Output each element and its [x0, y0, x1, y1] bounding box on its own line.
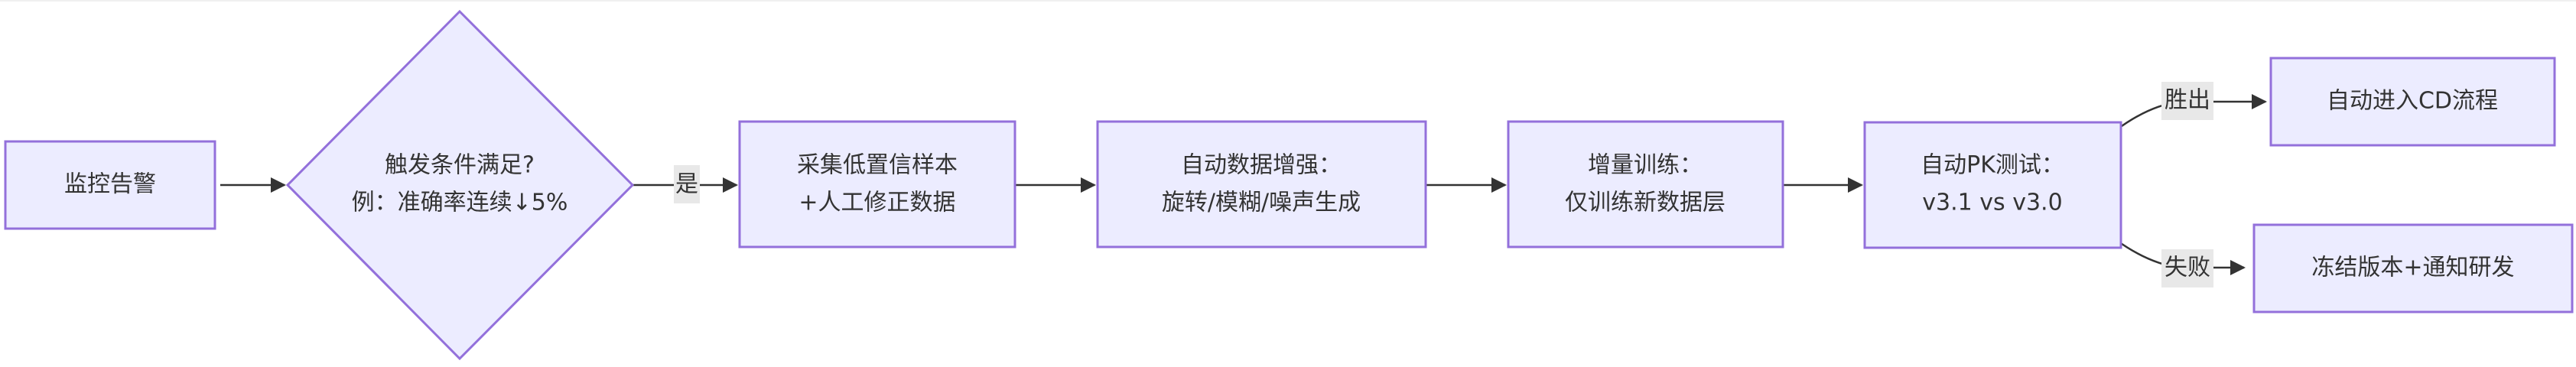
svg-text:仅训练新数据层: 仅训练新数据层: [1565, 190, 1725, 216]
svg-text:例：准确率连续↓5%: 例：准确率连续↓5%: [352, 190, 568, 216]
node-pk-test[interactable]: 自动PK测试： v3.1 vs v3.0: [1863, 121, 2122, 249]
svg-text:自动PK测试：: 自动PK测试：: [1921, 152, 2064, 179]
top-border: [0, 0, 2576, 2]
edge-label-yes: 是: [674, 165, 700, 203]
svg-text:+人工修正数据: +人工修正数据: [798, 190, 955, 216]
node-incremental-training[interactable]: 增量训练： 仅训练新数据层: [1507, 120, 1784, 248]
node-monitor-alert[interactable]: 监控告警: [4, 140, 216, 230]
node-collect-samples[interactable]: 采集低置信样本 +人工修正数据: [738, 120, 1016, 248]
svg-text:监控告警: 监控告警: [64, 171, 156, 198]
svg-text:失败: 失败: [2165, 255, 2210, 281]
svg-text:触发条件满足?: 触发条件满足?: [385, 152, 535, 179]
svg-text:是: 是: [675, 171, 698, 198]
svg-text:冻结版本+通知研发: 冻结版本+通知研发: [2311, 255, 2514, 281]
svg-text:胜出: 胜出: [2165, 87, 2210, 114]
edge-label-fail: 失败: [2161, 249, 2213, 287]
node-enter-cd[interactable]: 自动进入CD流程: [2269, 57, 2556, 147]
svg-text:自动数据增强：: 自动数据增强：: [1181, 152, 1342, 179]
edge-label-win: 胜出: [2161, 82, 2213, 120]
node-augment-data[interactable]: 自动数据增强： 旋转/模糊/噪声生成: [1096, 120, 1427, 248]
svg-text:增量训练：: 增量训练：: [1588, 152, 1703, 179]
node-freeze-version[interactable]: 冻结版本+通知研发: [2252, 223, 2574, 313]
node-trigger-decision[interactable]: 触发条件满足? 例：准确率连续↓5%: [285, 9, 635, 361]
svg-text:采集低置信样本: 采集低置信样本: [797, 152, 958, 179]
svg-text:旋转/模糊/噪声生成: 旋转/模糊/噪声生成: [1162, 190, 1361, 216]
svg-text:自动进入CD流程: 自动进入CD流程: [2327, 88, 2498, 115]
svg-text:v3.1 vs v3.0: v3.1 vs v3.0: [1922, 190, 2062, 216]
